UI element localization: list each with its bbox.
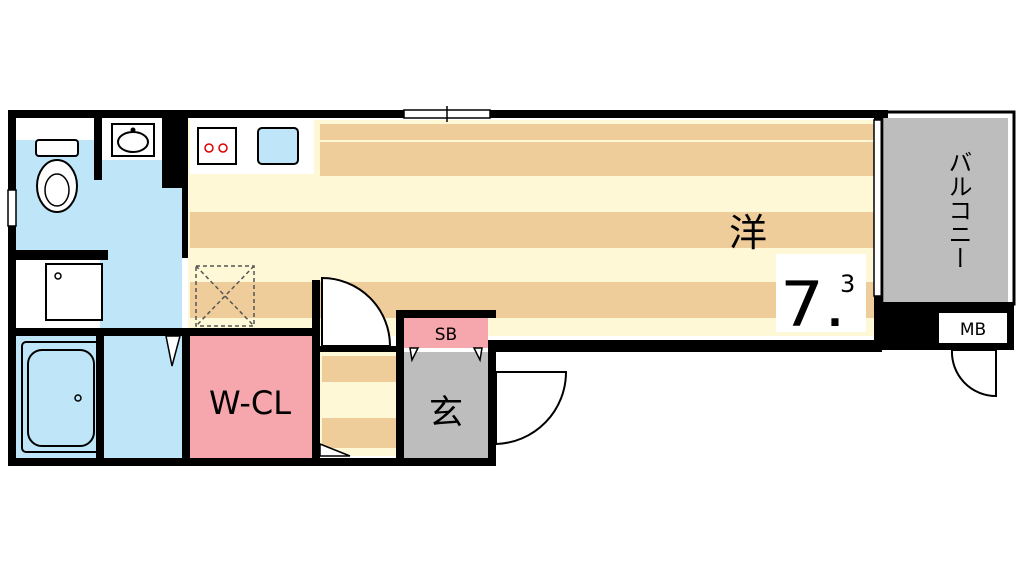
western-room-floor [188,120,878,336]
door-swing-room [321,276,392,347]
refrigerator-space-icon [195,265,255,327]
door-swing-meter-box [950,349,997,398]
door-swing-bathroom [165,335,181,367]
balcony-label: バルコニー [944,150,972,270]
shoe-box-area [404,318,488,348]
bathtub-icon [21,341,101,453]
room-size-sub: 3 [840,270,855,298]
washing-machine-pan-icon [45,263,103,321]
shoe-box-doors [409,347,483,363]
meter-box-area [937,311,1009,345]
walk-in-closet-label: W-CL [209,384,291,422]
kitchen-sink-icon [257,127,299,165]
window-left [7,189,17,227]
wash-basin-icon [111,123,155,157]
room-size-main: 7. [780,268,846,341]
entrance-area [404,352,488,458]
meter-box-label: MB [960,320,986,340]
balcony-area [884,118,1008,302]
entrance-label: 玄 [429,393,463,433]
window-top [403,106,491,122]
washroom-area [100,160,182,330]
balcony-railing [880,110,1016,306]
corridor-floor [320,352,400,456]
door-swing-corridor [319,442,351,457]
shoe-box-label: SB [435,325,457,345]
walk-in-closet-area [188,336,312,458]
room-size-backdrop [776,254,866,332]
western-room-kanji: 洋 [729,211,767,255]
door-swing-entrance [495,371,568,446]
stove-icon [197,127,237,165]
toilet-icon [35,139,79,213]
